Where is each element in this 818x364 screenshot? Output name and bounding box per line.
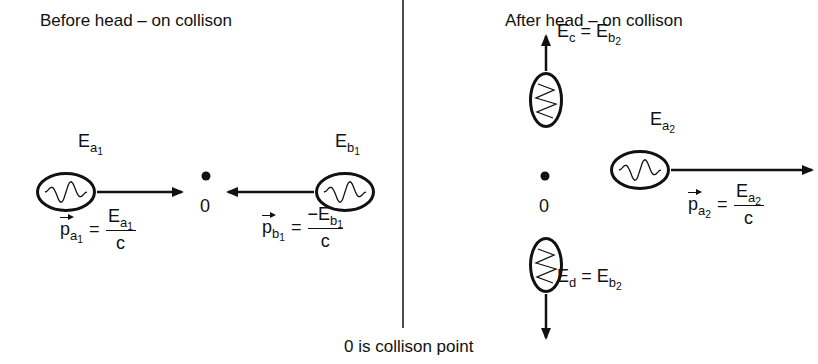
- momentum-symbol: pb1: [262, 218, 285, 238]
- vector-arrow: [688, 192, 700, 193]
- photon-ellipse: Ec = Eb2: [529, 72, 563, 128]
- equals-sign: =: [89, 220, 100, 240]
- panel-title: Before head – on collison: [40, 12, 232, 31]
- fraction-numerator: −Eb1: [308, 205, 344, 225]
- momentum-arrow: [545, 294, 548, 338]
- photon-shape: [610, 150, 670, 190]
- divider-line: [402, 0, 404, 328]
- fraction: Ea2 c: [734, 182, 764, 229]
- vector-arrow: [262, 215, 274, 216]
- fraction-denominator: c: [744, 209, 753, 229]
- fraction-denominator: c: [321, 232, 330, 252]
- energy-label: Ed = Eb2: [557, 267, 622, 287]
- collision-point: [202, 172, 211, 181]
- energy-label: Ea2: [650, 110, 675, 130]
- equals-sign: =: [717, 195, 728, 215]
- energy-label: Eb1: [335, 132, 360, 152]
- momentum-arrow: [97, 191, 182, 194]
- fraction-numerator: Ea1: [108, 207, 133, 227]
- momentum-arrow: [545, 36, 548, 71]
- photon-ellipse: Ed = Eb2: [529, 237, 563, 293]
- photon-ellipse: Ea1: [36, 172, 96, 212]
- momentum-formula: pa1 = Ea1 c: [60, 207, 136, 254]
- collision-point: [541, 172, 550, 181]
- caption: 0 is collison point: [344, 338, 473, 357]
- equals-sign: =: [291, 218, 302, 238]
- photon-ellipse: Ea2: [610, 150, 670, 190]
- fraction-numerator: Ea2: [736, 182, 761, 202]
- point-label: 0: [200, 197, 210, 217]
- momentum-symbol: pa2: [688, 195, 711, 215]
- momentum-arrow: [228, 191, 314, 194]
- momentum-formula: pa2 = Ea2 c: [688, 182, 764, 229]
- momentum-arrow: [671, 169, 812, 172]
- photon-shape: [36, 172, 96, 212]
- fraction: Ea1 c: [106, 207, 136, 254]
- momentum-formula: pb1 = −Eb1 c: [262, 205, 343, 252]
- panel-title: After head – on collison: [505, 12, 683, 31]
- photon-shape: [529, 72, 563, 128]
- momentum-symbol: pa1: [60, 220, 83, 240]
- point-label: 0: [539, 197, 549, 217]
- vector-arrow: [60, 217, 72, 218]
- energy-label: Ea1: [78, 132, 103, 152]
- fraction-denominator: c: [116, 234, 125, 254]
- fraction: −Eb1 c: [308, 205, 344, 252]
